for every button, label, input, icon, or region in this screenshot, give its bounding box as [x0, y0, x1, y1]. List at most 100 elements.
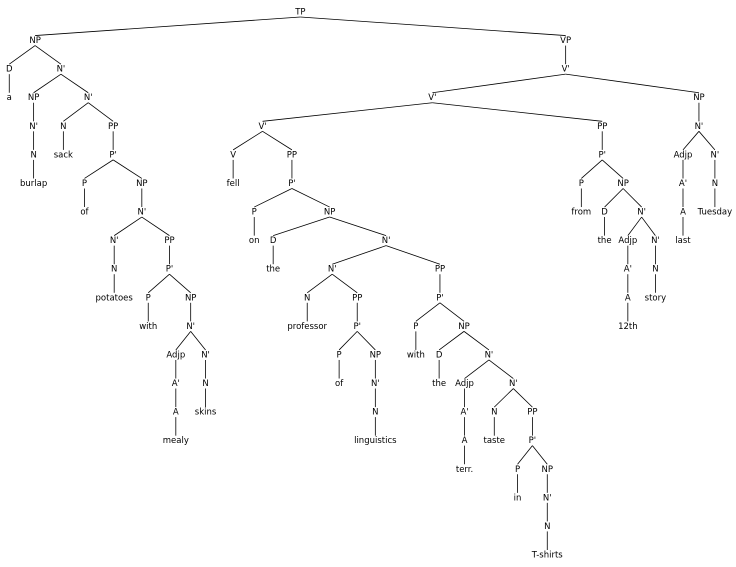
- tree-edge: [331, 273, 358, 294]
- node-p: P: [82, 179, 87, 189]
- tree-edge: [532, 445, 548, 465]
- node-d: D: [436, 350, 443, 360]
- tree-edges: [8, 16, 716, 550]
- node-n-bar: N': [137, 208, 146, 218]
- tree-edge: [641, 216, 656, 236]
- node-n: N: [60, 122, 66, 132]
- node-a-bar: A': [460, 408, 468, 418]
- tree-edge: [513, 388, 533, 408]
- node-n-bar: N': [509, 379, 518, 389]
- word-on: on: [249, 236, 260, 246]
- tree-edge: [463, 331, 490, 351]
- tree-edge: [329, 216, 387, 237]
- node-pp: PP: [435, 265, 445, 275]
- node-p: P: [252, 208, 257, 218]
- node-v-bar: V': [258, 122, 266, 132]
- node-a: A: [462, 436, 468, 446]
- node-adjp: Adjp: [455, 379, 474, 389]
- node-pp: PP: [287, 150, 297, 160]
- tree-edge: [565, 73, 699, 94]
- tree-edge: [33, 73, 62, 94]
- tree-edge: [601, 159, 624, 179]
- node-np: NP: [29, 36, 40, 46]
- tree-edge: [9, 45, 36, 65]
- tree-edge: [622, 188, 642, 208]
- node-np: NP: [542, 465, 553, 475]
- word-professor: professor: [287, 322, 327, 332]
- tree-edge: [493, 388, 514, 408]
- word-story: story: [645, 293, 667, 303]
- word-from: from: [571, 208, 591, 218]
- node-pp: PP: [527, 408, 537, 418]
- tree-edge: [60, 73, 89, 94]
- node-p: P: [515, 465, 520, 475]
- node-np: NP: [693, 93, 704, 103]
- tree-edge: [169, 273, 191, 294]
- node-v: V: [230, 150, 236, 160]
- node-n-bar: N': [110, 236, 119, 246]
- tree-edge: [517, 445, 533, 465]
- node-p-bar: P': [166, 265, 173, 275]
- word-sack: sack: [54, 150, 73, 160]
- tree-edge: [262, 102, 433, 122]
- node-n: N: [304, 293, 310, 303]
- tree-edge: [464, 359, 490, 379]
- node-np: NP: [136, 179, 147, 189]
- word-of: of: [335, 379, 344, 389]
- node-p-bar: P': [109, 150, 116, 160]
- word-burlap: burlap: [20, 179, 47, 189]
- tree-edge: [356, 331, 376, 351]
- node-n-bar: N': [57, 65, 66, 75]
- node-n-bar: N': [186, 322, 195, 332]
- node-tp: TP: [294, 8, 305, 18]
- tree-edge: [604, 188, 624, 208]
- tree-edge: [488, 359, 514, 379]
- node-n-bar: N': [711, 150, 720, 160]
- word-tuesday: Tuesday: [697, 208, 733, 218]
- node-np: NP: [28, 93, 39, 103]
- node-n-bar: N': [201, 350, 210, 360]
- tree-edge: [190, 331, 206, 351]
- word-with: with: [407, 350, 425, 360]
- tree-edge: [306, 273, 333, 294]
- word-with: with: [139, 322, 157, 332]
- tree-edge: [34, 45, 62, 65]
- word-taste: taste: [484, 436, 506, 446]
- word-a: a: [7, 93, 12, 103]
- node-n-bar: N': [637, 208, 646, 218]
- tree-edge: [439, 302, 465, 322]
- node-n: N: [491, 408, 497, 418]
- node-np: NP: [370, 350, 381, 360]
- word-mealy: mealy: [163, 436, 189, 446]
- node-np: NP: [324, 208, 335, 218]
- node-n: N: [712, 179, 718, 189]
- tree-nodes: TPNPDaN'NPN'NburlapN'NsackPPP'PofNPN'N'N…: [6, 8, 732, 561]
- node-p-bar: P': [598, 150, 605, 160]
- word-linguistics: linguistics: [354, 436, 397, 446]
- tree-edge: [63, 102, 89, 122]
- node-n-bar: N': [371, 379, 380, 389]
- node-n-bar: N': [29, 122, 38, 132]
- tree-edge: [84, 159, 114, 179]
- tree-edge: [262, 130, 293, 151]
- node-d: D: [270, 236, 277, 246]
- tree-edge: [141, 216, 170, 236]
- node-pp: PP: [352, 293, 362, 303]
- word-the: the: [432, 379, 446, 389]
- word-the: the: [598, 236, 612, 246]
- word-potatoes: potatoes: [96, 293, 134, 303]
- node-v-bar: V': [562, 65, 570, 75]
- word-in: in: [514, 493, 522, 503]
- node-n: N: [30, 150, 36, 160]
- word-last: last: [675, 236, 691, 246]
- node-n-bar: N': [84, 93, 93, 103]
- word-t-shirts: T-shirts: [531, 551, 563, 561]
- node-a: A: [680, 208, 686, 218]
- word-fell: fell: [227, 179, 240, 189]
- node-d: D: [601, 208, 608, 218]
- node-pp: PP: [164, 236, 174, 246]
- node-n-bar: N': [543, 493, 552, 503]
- tree-edge: [35, 16, 301, 36]
- node-n: N: [202, 379, 208, 389]
- node-np: NP: [185, 293, 196, 303]
